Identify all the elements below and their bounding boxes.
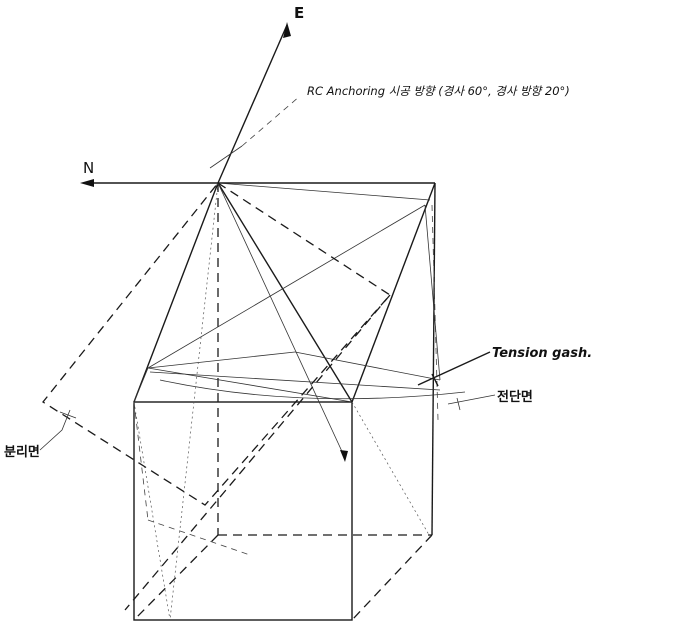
wedge-edges xyxy=(133,182,436,403)
separation-plane xyxy=(42,182,391,611)
block-top-face xyxy=(218,182,436,536)
north-arrow xyxy=(80,179,218,187)
shear-plane-label: 전단면 xyxy=(497,389,533,405)
block-hidden-edges xyxy=(133,183,433,621)
separation-plane-pointer xyxy=(39,409,77,451)
north-label: N xyxy=(83,159,94,177)
anchoring-marker xyxy=(209,95,301,169)
east-arrow xyxy=(217,22,291,184)
separation-plane-label: 분리면 xyxy=(4,444,40,460)
tension-gash-label: Tension gash. xyxy=(492,346,592,361)
tension-gash-pointer xyxy=(417,351,491,387)
east-label: E xyxy=(294,4,304,22)
shear-plane-pointer xyxy=(447,394,496,411)
block-front-face xyxy=(133,401,353,621)
anchoring-label: RC Anchoring 시공 방향 (경사 60°, 경사 방향 20°) xyxy=(307,84,570,98)
